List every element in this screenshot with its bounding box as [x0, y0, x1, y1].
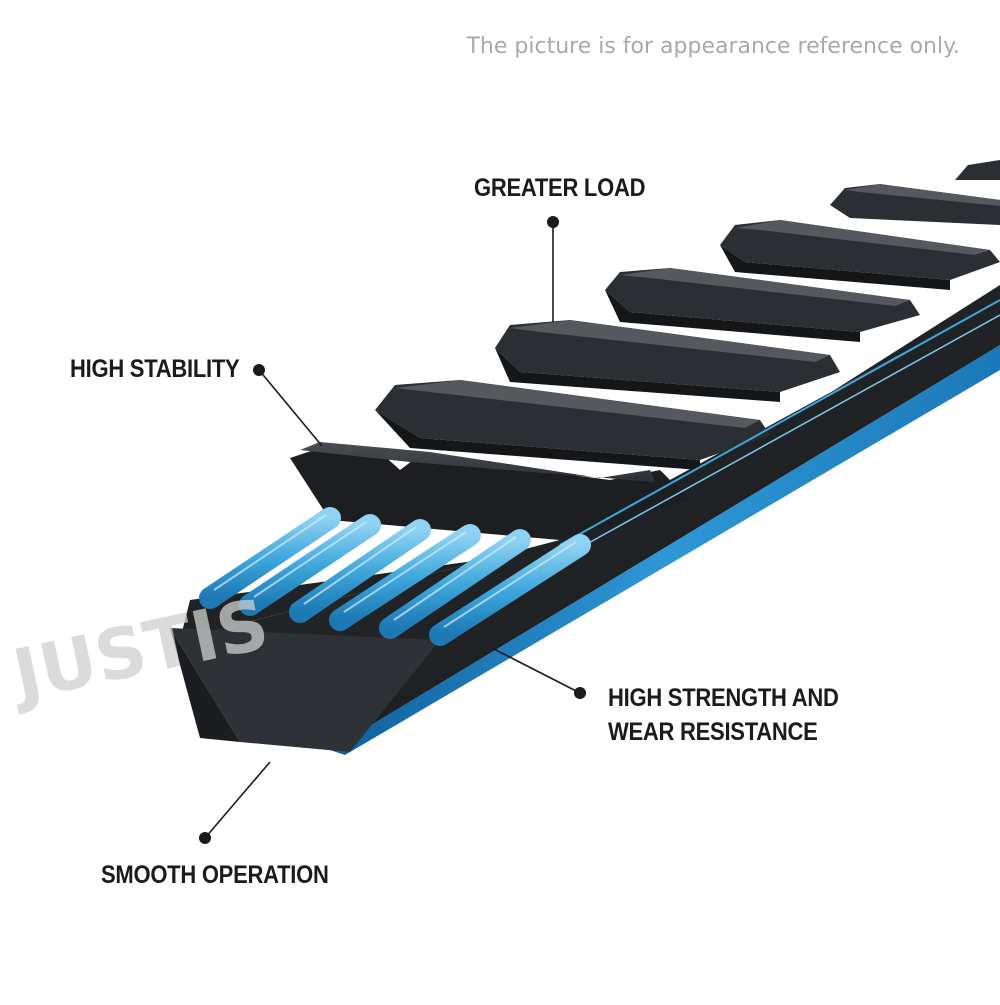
- callout-greater-load: GREATER LOAD: [474, 174, 646, 202]
- callout-high-strength-line1: HIGH STRENGTH AND: [608, 684, 839, 712]
- tension-cords: [199, 507, 591, 646]
- callout-high-stability: HIGH STABILITY: [70, 355, 240, 383]
- callout-leaders: [199, 216, 586, 844]
- belt-teeth: [290, 160, 1000, 540]
- callout-high-strength: HIGH STRENGTH AND WEAR RESISTANCE: [608, 681, 839, 749]
- belt-cross-section: [170, 507, 591, 752]
- callout-smooth-operation: SMOOTH OPERATION: [101, 861, 329, 889]
- disclaimer-text: The picture is for appearance reference …: [466, 34, 960, 59]
- callout-high-strength-line2: WEAR RESISTANCE: [608, 718, 818, 746]
